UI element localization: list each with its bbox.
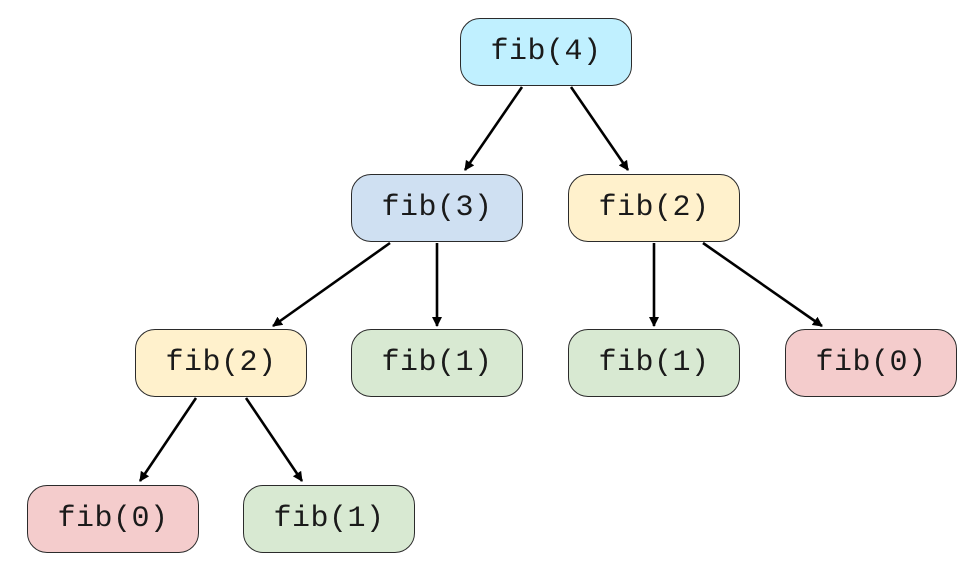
edge-fib4-to-fib3 — [463, 86, 524, 171]
edge-fib2-to-fib0 — [702, 241, 823, 328]
node-fib1-bottom: fib(1) — [243, 485, 415, 553]
node-fib4: fib(4) — [460, 18, 632, 86]
node-fib0-right: fib(0) — [785, 329, 957, 397]
edge-fib4-to-fib2 — [569, 86, 630, 171]
node-fib2-left: fib(2) — [135, 329, 307, 397]
node-fib2-right: fib(2) — [568, 174, 740, 242]
node-fib1-mid-right: fib(1) — [568, 329, 740, 397]
edge-fib2-to-fib0-leaf — [138, 397, 198, 482]
edge-fib2-to-fib1-leaf — [244, 397, 304, 482]
node-fib0-left: fib(0) — [27, 485, 199, 553]
edge-fib3-to-fib2 — [272, 241, 391, 328]
node-fib1-mid-left: fib(1) — [351, 329, 523, 397]
node-fib3: fib(3) — [351, 174, 523, 242]
